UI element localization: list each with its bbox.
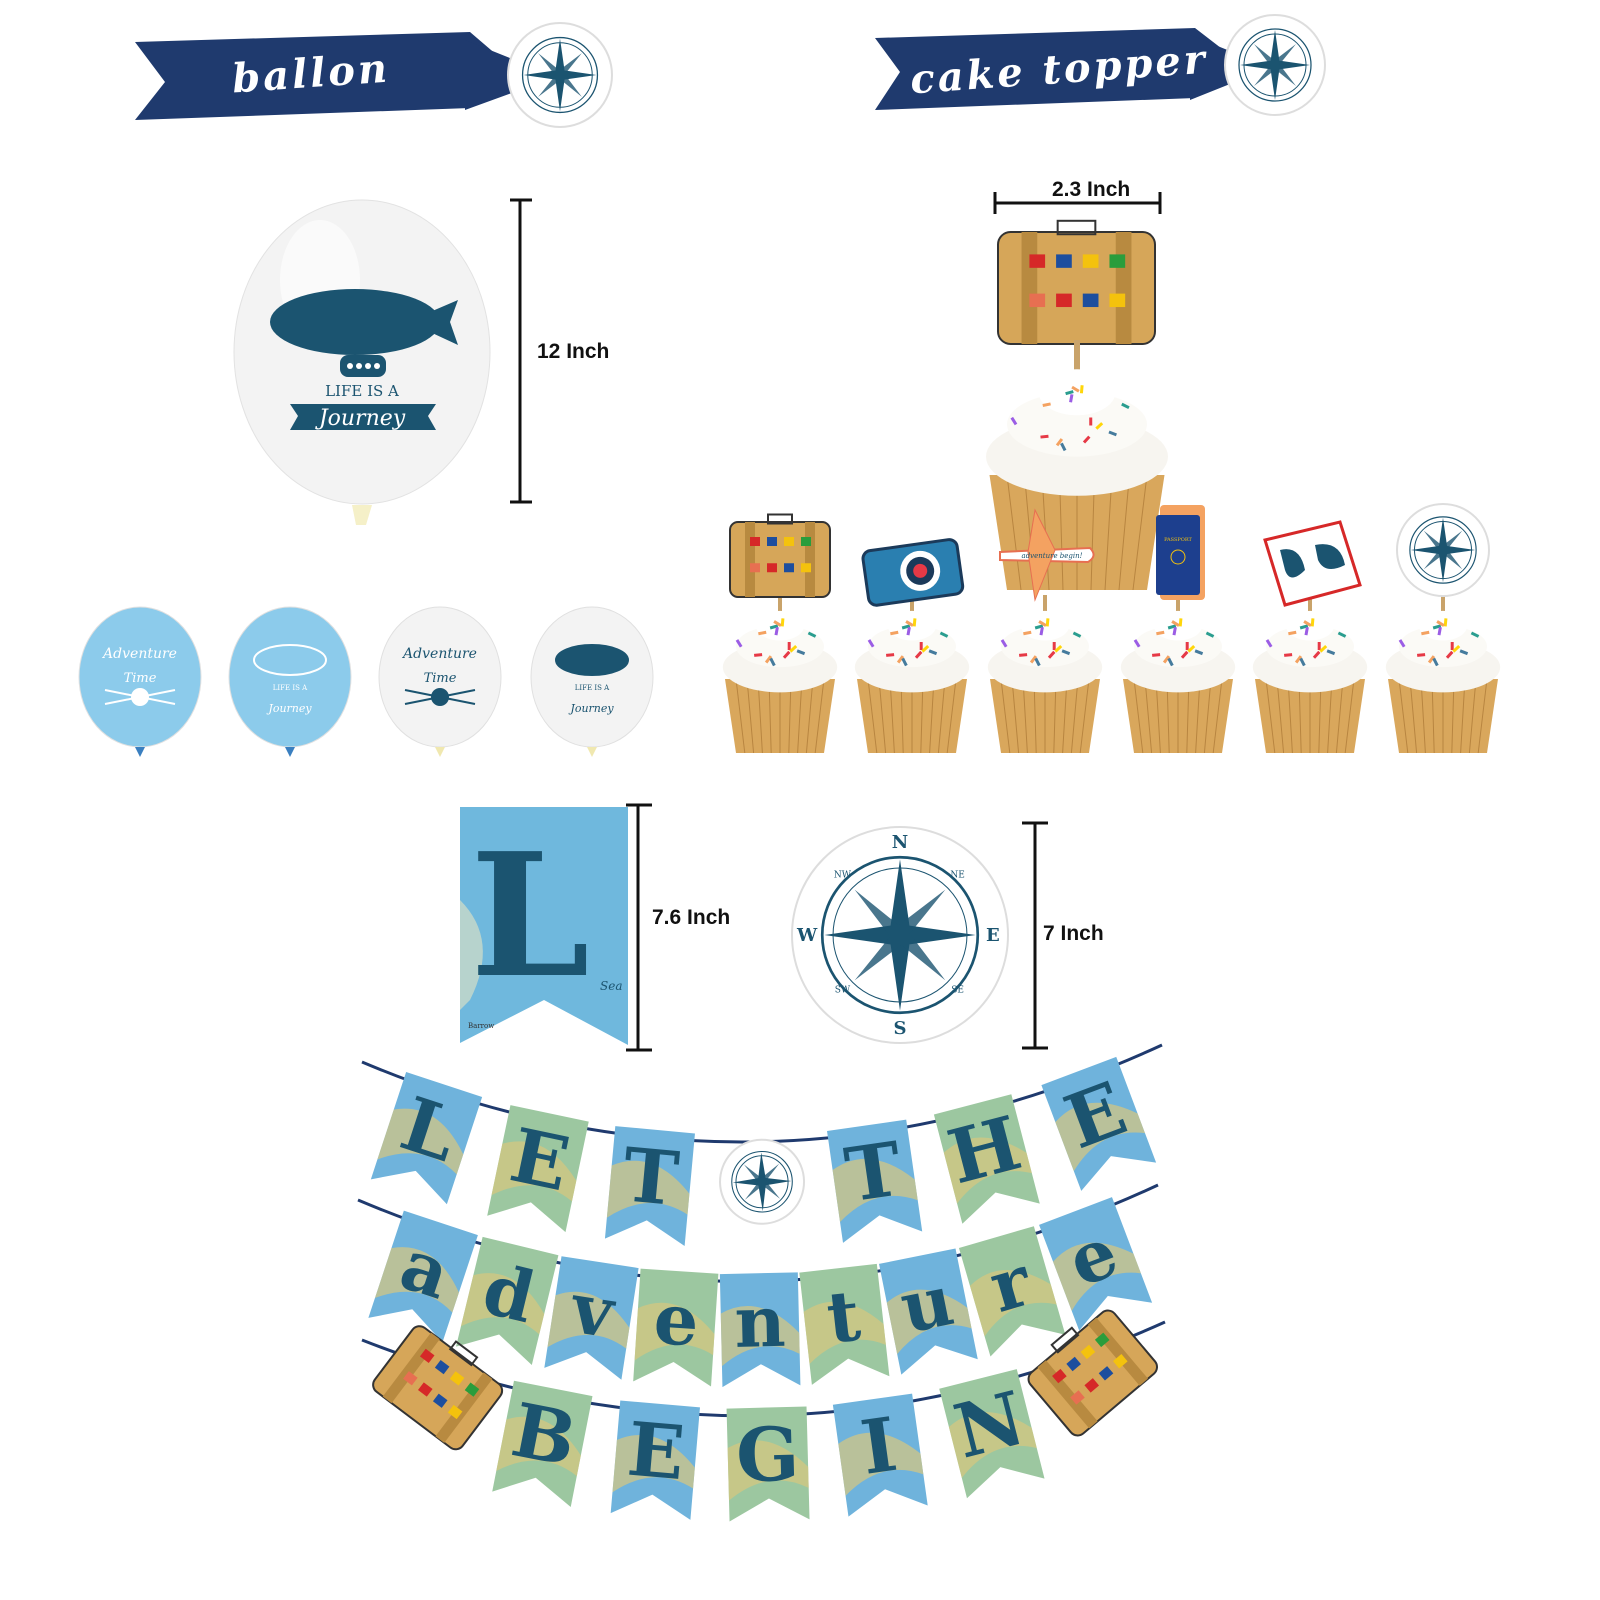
print-time: Time bbox=[424, 671, 457, 686]
row3-flag-3: E bbox=[610, 1400, 700, 1520]
compass-size-label: 7 Inch bbox=[1043, 922, 1104, 945]
topper-passport: PASSPORT bbox=[1156, 505, 1205, 600]
dimension-line-7-inch bbox=[1022, 821, 1048, 1050]
row2-flag-5: n bbox=[719, 1272, 801, 1388]
bunting-letter: T bbox=[619, 1132, 682, 1223]
banner-flag-sample: L Sea Barrow bbox=[460, 807, 628, 1045]
compass-letter-n: N bbox=[892, 832, 908, 853]
print-life-is-a: LIFE IS A bbox=[273, 684, 308, 692]
flag-city-label: Barrow bbox=[468, 1022, 494, 1030]
row3-flag-2: B bbox=[492, 1380, 593, 1507]
print-life-is-a: LIFE IS A bbox=[575, 684, 610, 692]
balloon-small-4: LIFE IS A Journey bbox=[530, 606, 654, 757]
row2-flag-2: d bbox=[456, 1236, 559, 1366]
row2-flag-3: v bbox=[544, 1256, 639, 1380]
ballon-ribbon bbox=[135, 32, 520, 120]
row2-flag-1: a bbox=[368, 1210, 478, 1343]
row1-flag-1: L bbox=[370, 1071, 483, 1205]
balloon-small-2: LIFE IS A Journey bbox=[228, 606, 352, 757]
topper-suitcase bbox=[729, 513, 831, 598]
row1-flag-3: T bbox=[604, 1126, 695, 1246]
bunting-string-1 bbox=[361, 1043, 1163, 1144]
row2-flag-4: e bbox=[633, 1268, 719, 1387]
row3-flag-6: N bbox=[939, 1369, 1045, 1499]
topper-stick bbox=[910, 595, 914, 620]
topper-airplane: adventure begin! bbox=[999, 508, 1095, 602]
balloon-size-label: 12 Inch bbox=[537, 340, 610, 363]
topper-camera bbox=[861, 538, 965, 607]
row1-flag-6: H bbox=[933, 1094, 1040, 1224]
flag-size-label: 7.6 Inch bbox=[652, 906, 731, 929]
balloon-12-inch: LIFE IS A Journey bbox=[233, 199, 491, 525]
row3-flag-7 bbox=[1027, 1309, 1159, 1437]
print-journey: Journey bbox=[568, 702, 614, 715]
bunting-letter: n bbox=[734, 1280, 787, 1364]
row2-flag-7: u bbox=[879, 1248, 978, 1375]
compass-letter-sw: SW bbox=[835, 986, 851, 996]
airplane-text: adventure begin! bbox=[1022, 552, 1083, 560]
topper-world-map bbox=[1263, 520, 1362, 607]
dimension-line-2-3-inch bbox=[993, 192, 1162, 214]
dimension-line-12-inch bbox=[510, 198, 532, 504]
print-time: Time bbox=[124, 671, 157, 686]
cupcake-5 bbox=[1252, 610, 1368, 754]
cake-topper-ribbon bbox=[875, 28, 1240, 110]
cupcake-4 bbox=[1120, 610, 1236, 754]
compass-letter-w: W bbox=[796, 925, 818, 946]
airship-icon bbox=[270, 289, 458, 377]
topper-stick bbox=[1074, 340, 1080, 380]
topper-stick bbox=[1176, 595, 1180, 620]
row1-flag-5: T bbox=[827, 1119, 923, 1243]
balloon-print-life: LIFE IS A bbox=[325, 382, 399, 400]
row3-flag-5: I bbox=[832, 1393, 928, 1517]
compass-letter-se: SE bbox=[951, 986, 964, 996]
bunting-letter: E bbox=[624, 1407, 688, 1497]
row2-flag-6: t bbox=[799, 1263, 890, 1385]
cupcake-1 bbox=[722, 610, 838, 754]
bunting-suitcase bbox=[372, 1325, 504, 1451]
cupcake-6 bbox=[1385, 610, 1501, 754]
cupcake-2 bbox=[854, 610, 970, 754]
row1-flag-4 bbox=[719, 1138, 806, 1225]
topper-stick bbox=[1043, 595, 1047, 620]
compass-letter-nw: NW bbox=[834, 870, 852, 880]
dimension-line-7-6-inch bbox=[626, 803, 652, 1052]
row1-flag-7: E bbox=[1041, 1056, 1157, 1191]
print-adventure: Adventure bbox=[101, 646, 177, 662]
topper-stick bbox=[1308, 595, 1312, 620]
compass-icon bbox=[1224, 14, 1326, 116]
suitcase-topper-large bbox=[997, 219, 1156, 345]
print-adventure: Adventure bbox=[401, 646, 477, 662]
row3-flag-1 bbox=[372, 1325, 504, 1451]
bunting-letter: G bbox=[735, 1412, 800, 1500]
passport-text: PASSPORT bbox=[1164, 537, 1192, 543]
flag-map-label: Sea bbox=[600, 979, 622, 993]
balloon-print-journey: Journey bbox=[315, 406, 406, 431]
print-journey: Journey bbox=[266, 702, 312, 715]
topper-stick bbox=[1441, 595, 1445, 620]
topper-compass bbox=[1396, 503, 1490, 597]
cupcake-3 bbox=[987, 610, 1103, 754]
bunting-compass bbox=[719, 1138, 806, 1225]
compass-icon bbox=[507, 22, 613, 128]
row1-flag-2: E bbox=[487, 1105, 589, 1233]
bunting-letter: e bbox=[651, 1277, 701, 1363]
topper-stick bbox=[778, 595, 782, 620]
topper-size-label: 2.3 Inch bbox=[1052, 178, 1131, 201]
row2-flag-8: r bbox=[958, 1226, 1066, 1357]
compass-letter-s: S bbox=[894, 1018, 907, 1039]
row3-flag-4: G bbox=[726, 1406, 810, 1522]
compass-letter-ne: NE bbox=[950, 870, 964, 880]
flag-letter: L bbox=[470, 816, 590, 1016]
bunting-letter: T bbox=[840, 1126, 907, 1219]
compass-letter-e: E bbox=[986, 925, 1000, 946]
bunting-suitcase bbox=[1027, 1309, 1159, 1437]
row2-flag-9: e bbox=[1039, 1197, 1153, 1331]
